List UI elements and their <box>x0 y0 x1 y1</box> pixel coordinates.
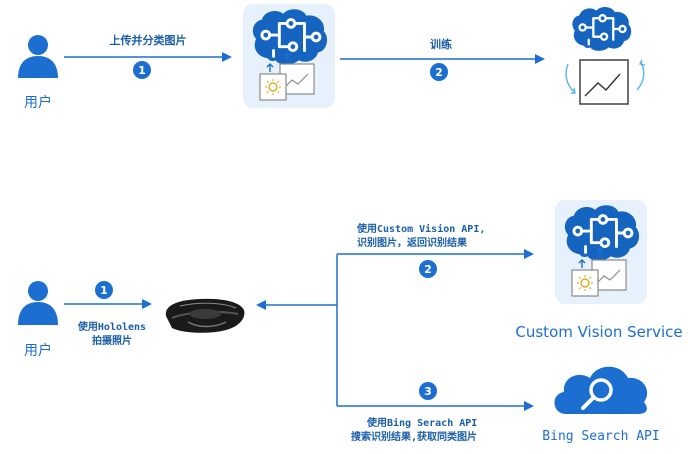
step1-label-line2: 拍摄照片 <box>92 334 132 347</box>
bing-search-api-label: Bing Search API <box>542 429 659 444</box>
step3-number: 3 <box>424 385 432 398</box>
user-label: 用户 <box>24 342 52 359</box>
step2-number: 2 <box>435 66 443 79</box>
trained-model <box>565 6 646 105</box>
step1-label: 上传并分类图片 <box>110 33 187 47</box>
step2-number: 2 <box>424 263 432 276</box>
step2-label-line2: 识别图片，返回识别结果 <box>357 236 468 249</box>
step3-label-line1: 使用Bing Serach API <box>366 416 477 429</box>
brain-circuit-icon <box>563 204 640 262</box>
step2-label: 训练 <box>430 37 452 51</box>
step1-badge: 1 <box>133 61 151 79</box>
custom-vision-card <box>243 4 335 108</box>
step3-badge: 3 <box>419 382 437 400</box>
custom-vision-card <box>555 200 647 304</box>
user-label: 用户 <box>24 94 52 111</box>
brain-circuit-icon <box>251 8 328 66</box>
brain-circuit-icon <box>571 6 632 52</box>
step2-badge: 2 <box>430 63 448 81</box>
training-image-icon <box>565 59 646 105</box>
user-icon <box>18 35 58 78</box>
step1-badge: 1 <box>95 281 113 299</box>
step3-label-line2: 搜索识别结果,获取同类图片 <box>351 430 477 443</box>
hololens-headset-icon <box>165 298 245 333</box>
custom-vision-service-label: Custom Vision Service <box>515 323 682 341</box>
step1-label-line1: 使用Hololens <box>77 320 146 333</box>
step1-number: 1 <box>138 64 146 77</box>
step1-number: 1 <box>100 284 108 297</box>
step2-badge: 2 <box>419 260 437 278</box>
user-icon <box>18 281 58 325</box>
cloud-search-icon <box>554 366 648 414</box>
step2-label-line1: 使用Custom Vision API, <box>356 222 485 235</box>
